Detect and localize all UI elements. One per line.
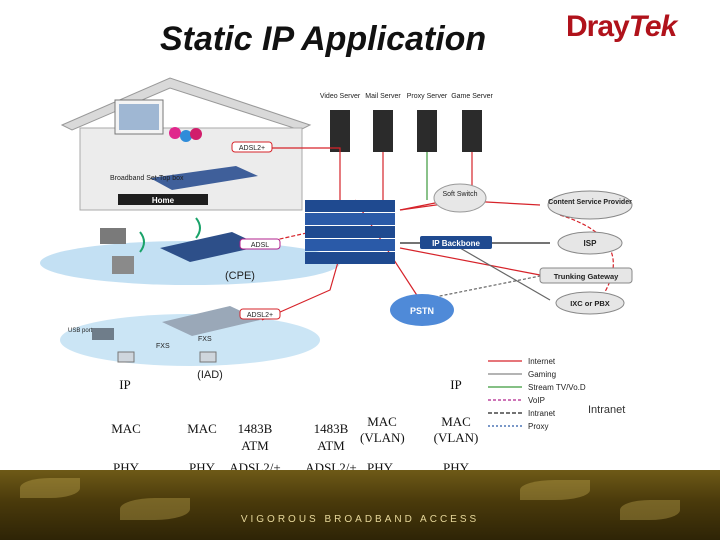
adsl2-top-label: ADSL2+ [239, 145, 265, 152]
ixc-pbx-label: IXC or PBX [570, 299, 610, 308]
adsl2-bottom-label: ADSL2+ [247, 312, 273, 319]
isp-box [557, 231, 623, 255]
legend [488, 360, 522, 427]
tv-screen [119, 104, 159, 130]
server-tower-proxy [417, 110, 437, 152]
legend-intranet: Intranet [528, 409, 556, 418]
adsl-mid-label: ADSL [251, 242, 269, 249]
soft-switch-cloud [433, 183, 487, 213]
fxs-label-b: FXS [198, 336, 212, 343]
logo-part2: Tek [628, 10, 678, 43]
iad-device [162, 306, 260, 336]
server-label-mail: Mail Server [365, 93, 401, 100]
content-provider-box [547, 190, 633, 220]
legend-internet: Internet [528, 357, 556, 366]
stack-col2-mac: MAC [187, 421, 217, 436]
stack-col1-ip: IP [119, 377, 131, 392]
server-tower-game [462, 110, 482, 152]
cpe-label: (CPE) [225, 270, 255, 282]
stack-col6-mac-vlan: MAC (VLAN) [433, 414, 479, 445]
ip-backbone-label: IP Backbone [432, 239, 480, 248]
desktop-pc-icon [112, 256, 134, 274]
stack-col1-mac: MAC [111, 421, 141, 436]
stack-col4-1483b: 1483B [313, 421, 349, 436]
footer-tagline: VIGOROUS BROADBAND ACCESS [240, 514, 480, 525]
house-roof [60, 77, 312, 131]
trunking-gateway-box [539, 267, 633, 284]
adsl2-top-pill [231, 141, 273, 153]
home-label: Home [152, 196, 175, 205]
intranet-callout: Intranet [588, 404, 625, 416]
legend-proxy: Proxy [528, 422, 548, 431]
cpe-modem [160, 232, 262, 262]
stack-col3-1483b: 1483B [237, 421, 273, 436]
person-blue [180, 130, 192, 142]
person-pink [169, 127, 181, 139]
wifi-icon [195, 217, 201, 239]
stack-col3-atm: ATM [241, 438, 269, 453]
person-red [190, 128, 202, 140]
ip-backbone-bar [420, 236, 492, 249]
pstn-label: PSTN [410, 306, 434, 316]
legend-stream: Stream TV/Vo.D [528, 383, 586, 392]
server-label-proxy: Proxy Server [407, 93, 448, 100]
server-label-game: Game Server [451, 93, 493, 100]
usb-label: USB port [68, 328, 93, 334]
content-provider-label: Content Service Provider [548, 199, 632, 206]
soft-switch-label: Soft Switch [442, 191, 477, 198]
wifi-icon-2 [139, 231, 145, 253]
ixc-pbx-box [555, 291, 625, 315]
usb-device-icon [92, 328, 114, 340]
adsl-mid-pill [239, 238, 281, 250]
legend-voip: VoIP [528, 396, 545, 405]
stb-box [150, 166, 258, 190]
phone-icon-1 [117, 351, 135, 363]
adsl2-bottom-pill [239, 308, 281, 320]
fxs-label-a: FXS [156, 343, 170, 350]
stack-col6-ip: IP [450, 377, 462, 392]
footer-band [0, 470, 720, 540]
draytek-logo: DrayTek [566, 10, 678, 44]
footer-leaf [520, 480, 590, 500]
footer-leaf [20, 478, 80, 498]
iad-label: (IAD) [197, 369, 223, 381]
server-label-video: Video Server [320, 93, 361, 100]
home-label-bar [118, 194, 208, 205]
stack-col5-mac-vlan: MAC (VLAN) [360, 414, 405, 445]
server-tower-mail [373, 110, 393, 152]
isp-label: ISP [584, 239, 598, 248]
laptop-icon [100, 228, 126, 244]
legend-gaming: Gaming [528, 370, 556, 379]
footer-leaf [620, 500, 680, 520]
logo-part1: Dray [566, 10, 630, 43]
stb-label: Broadband Set-Top box [110, 175, 184, 182]
page-title: Static IP Application [160, 20, 487, 58]
server-tower-video [330, 110, 350, 152]
footer-leaf [120, 498, 190, 520]
trunking-gateway-label: Trunking Gateway [554, 272, 619, 281]
dslam-stack [305, 200, 395, 264]
pstn-cloud [390, 294, 454, 326]
stack-col4-atm: ATM [317, 438, 345, 453]
phone-icon-2 [199, 351, 217, 363]
